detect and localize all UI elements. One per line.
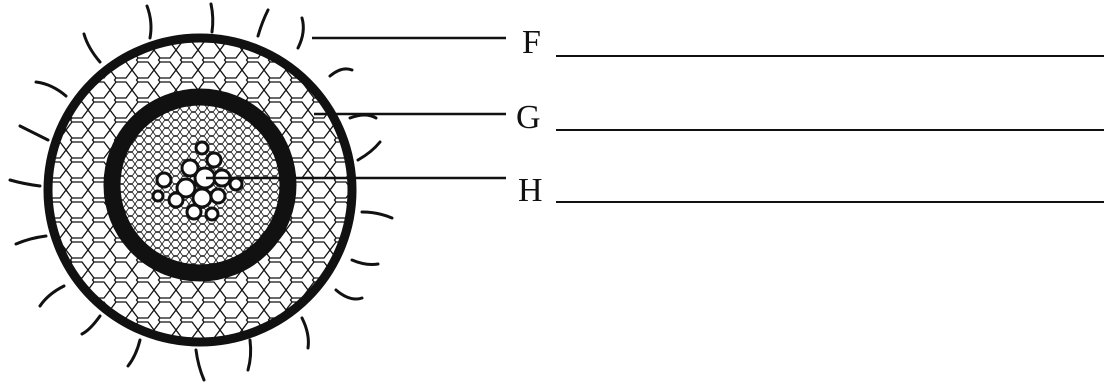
epidermis [43,33,357,347]
leader-lines [206,36,506,180]
label-f: F [522,24,541,61]
answer-lines [556,55,1104,203]
label-g: G [516,99,541,136]
root-hairs [8,2,394,382]
label-h: H [518,172,543,209]
